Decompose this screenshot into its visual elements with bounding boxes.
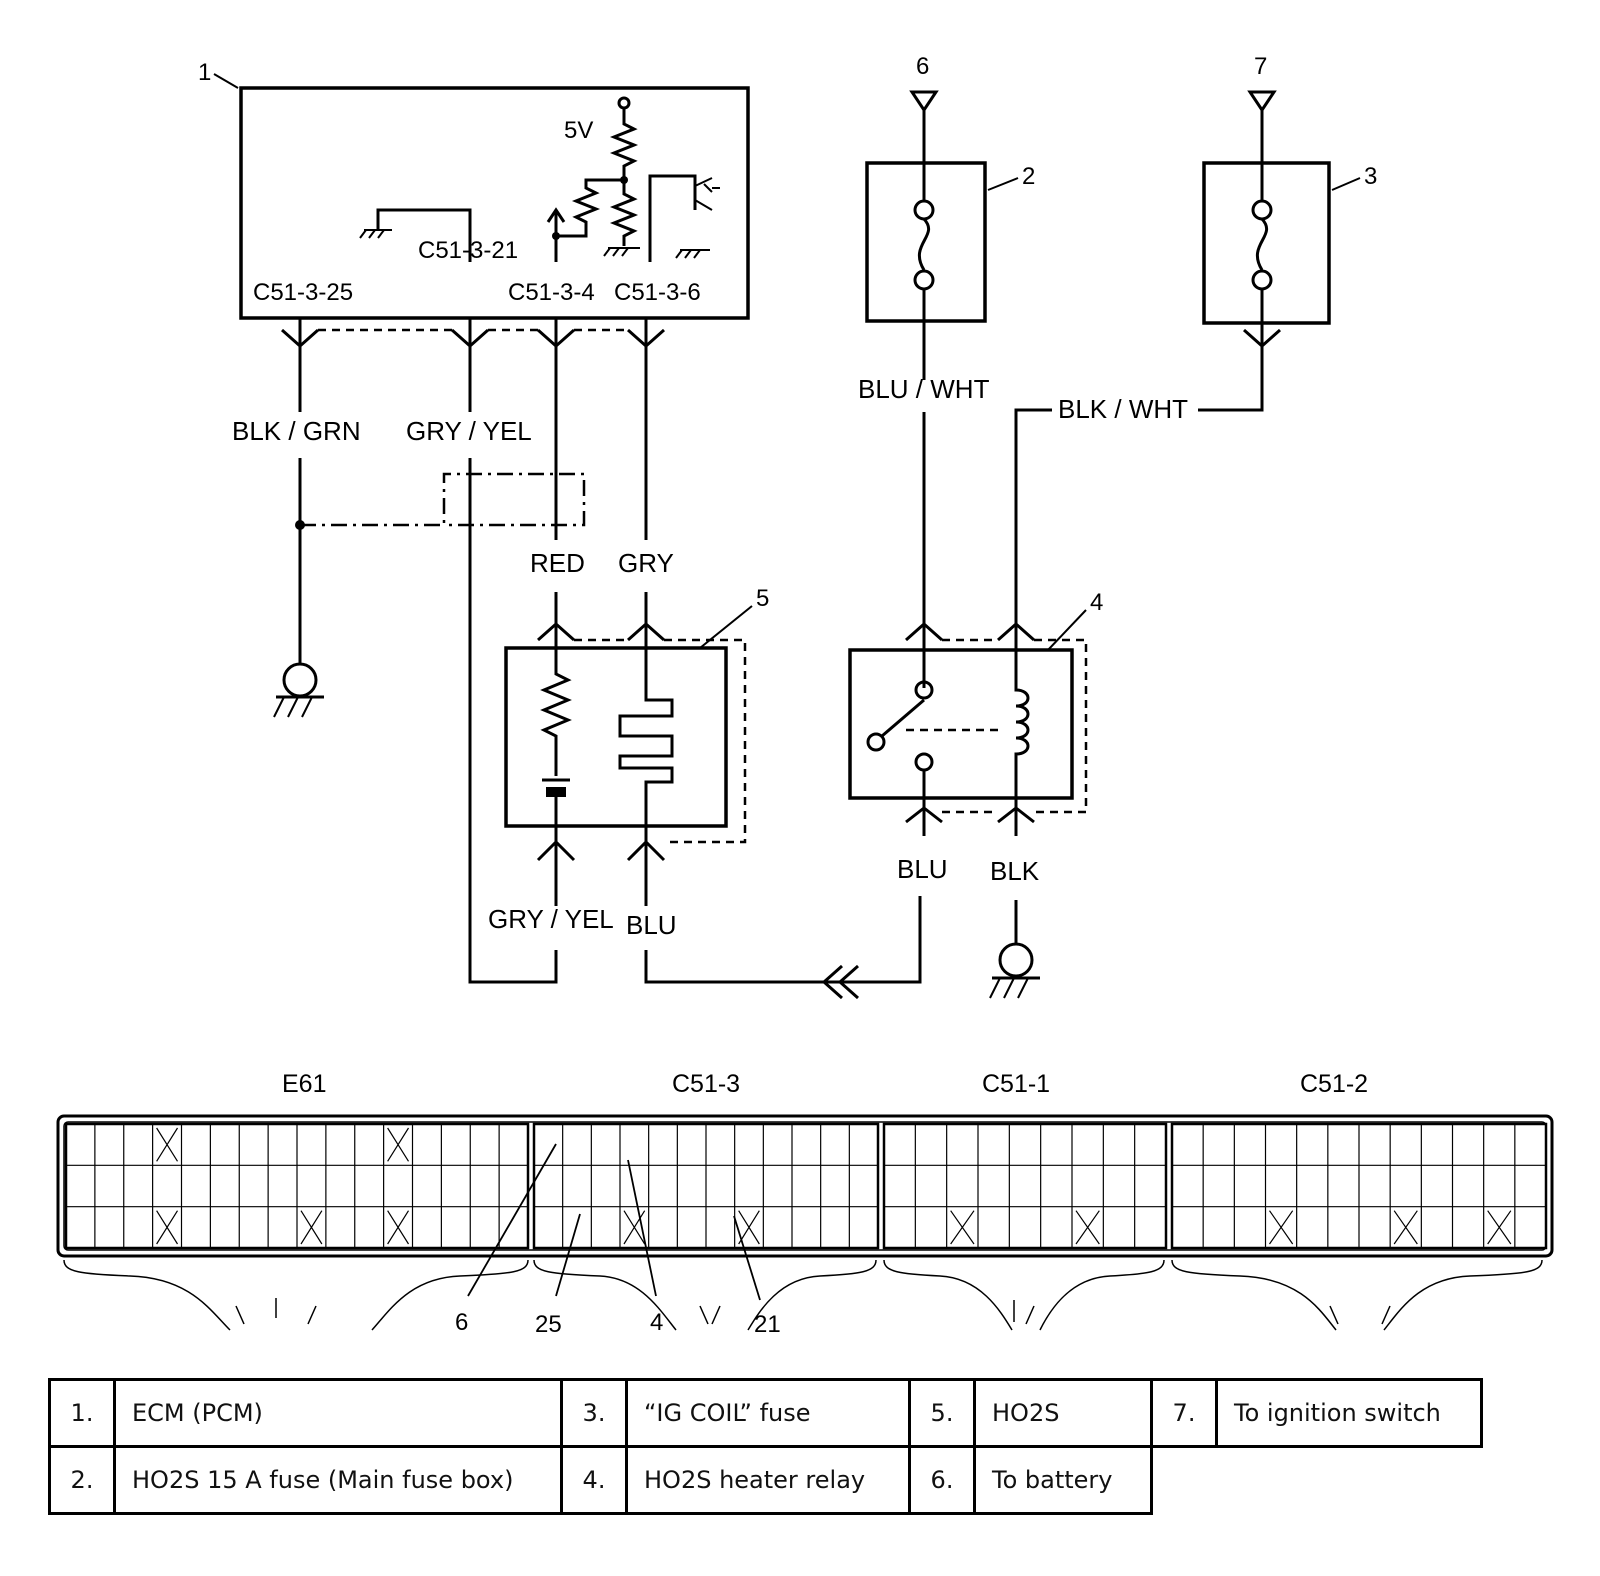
ecm-pin-25: C51-3-25 [253, 279, 353, 306]
wire-blu-relay-label: BLU [897, 854, 948, 884]
relay-callout: 4 [1090, 589, 1103, 616]
wire-blk-relay-label: BLK [990, 856, 1040, 886]
pin-callout-6: 6 [455, 1309, 468, 1336]
unused-pin-mark [738, 1210, 760, 1245]
legend-num: 4. [560, 1445, 628, 1515]
relay-box [848, 648, 1074, 800]
legend-num: 7. [1150, 1378, 1218, 1448]
unused-pin-mark [387, 1127, 410, 1162]
unused-pin-mark [300, 1210, 323, 1245]
legend-row: 1. ECM (PCM) 3. “IG COIL” fuse 5. HO2S 7… [48, 1378, 1483, 1448]
to-battery-callout: 6 [916, 53, 929, 80]
legend-text: “IG COIL” fuse [625, 1378, 911, 1448]
unused-pin-mark [1393, 1210, 1418, 1245]
legend-empty [1217, 1447, 1482, 1514]
ecm-block: 1 5V C51-3-21 C51-3-25 C51-3-4 C51-3-6 [198, 59, 750, 320]
legend-empty [1152, 1447, 1217, 1514]
legend-text: HO2S 15 A fuse (Main fuse box) [113, 1445, 563, 1515]
ecm-callout: 1 [198, 59, 211, 86]
ecm-pin-21: C51-3-21 [418, 237, 518, 264]
ho2s-heater-relay: 4 [848, 589, 1103, 836]
legend-num: 5. [908, 1378, 976, 1448]
legend-num: 2. [48, 1445, 116, 1515]
fuse-2-callout: 2 [1022, 163, 1035, 190]
ecm-pin-4: C51-3-4 [508, 279, 595, 306]
pin-callout-25: 25 [535, 1311, 562, 1338]
connector-c51-3-label: C51-3 [672, 1070, 740, 1098]
ho2s-box [504, 646, 728, 828]
legend-num: 1. [48, 1378, 116, 1448]
wire-gry-label: GRY [618, 548, 674, 578]
unused-pin-mark [156, 1127, 179, 1162]
pin-callout-4: 4 [650, 1309, 663, 1336]
wire-blu-bottom-label: BLU [626, 910, 677, 940]
unused-pin-mark [1075, 1210, 1100, 1245]
wire-gry-yel-bottom-label: GRY / YEL [488, 904, 614, 934]
wiring-diagram: 1 5V C51-3-21 C51-3-25 C51-3-4 C51-3-6 B… [198, 53, 1377, 1000]
unused-pin-mark [1269, 1210, 1294, 1245]
ho2s-callout: 5 [756, 585, 769, 612]
connector-block-c51-1 [882, 1122, 1168, 1250]
legend-text: To battery [973, 1445, 1153, 1515]
legend-num: 6. [908, 1445, 976, 1515]
wire-red-label: RED [530, 548, 585, 578]
fuse-3-callout: 3 [1364, 163, 1377, 190]
ho2s-sensor: 5 [504, 585, 769, 880]
legend-num: 3. [560, 1378, 628, 1448]
wire-blu-wht-label: BLU / WHT [858, 374, 990, 404]
fuse-ig-coil: 7 3 [1198, 53, 1377, 412]
ecm-box [239, 86, 750, 320]
legend-text: HO2S heater relay [625, 1445, 911, 1515]
to-ignition-callout: 7 [1254, 53, 1267, 80]
wire-gry-yel-top-label: GRY / YEL [406, 416, 532, 446]
legend-text: To ignition switch [1215, 1378, 1483, 1448]
fuse-ho2s-15a: 6 2 [865, 53, 1035, 380]
legend-text: HO2S [973, 1378, 1153, 1448]
pin-callout-21: 21 [754, 1311, 781, 1338]
wire-blk-wht-label: BLK / WHT [1058, 394, 1188, 424]
fuse-2-box [865, 161, 987, 323]
ecm-connector-face: E61 C51-3 C51-1 C51-2 6 25 4 21 [56, 1070, 1554, 1338]
connector-c51-1-label: C51-1 [982, 1070, 1050, 1098]
legend-table: 1. ECM (PCM) 3. “IG COIL” fuse 5. HO2S 7… [48, 1378, 1483, 1515]
unused-pin-mark [950, 1210, 975, 1245]
ecm-voltage-label: 5V [564, 117, 593, 144]
ecm-pin-6: C51-3-6 [614, 279, 701, 306]
connector-c51-2-label: C51-2 [1300, 1070, 1368, 1098]
legend-text: ECM (PCM) [113, 1378, 563, 1448]
fuse-3-box [1202, 161, 1331, 325]
wire-blk-grn-label: BLK / GRN [232, 416, 361, 446]
connector-e61-label: E61 [282, 1070, 326, 1098]
unused-pin-mark [156, 1210, 179, 1245]
unused-pin-mark [1487, 1210, 1512, 1245]
unused-pin-mark [623, 1210, 646, 1245]
legend-row: 2. HO2S 15 A fuse (Main fuse box) 4. HO2… [48, 1445, 1482, 1515]
unused-pin-mark [387, 1210, 410, 1245]
